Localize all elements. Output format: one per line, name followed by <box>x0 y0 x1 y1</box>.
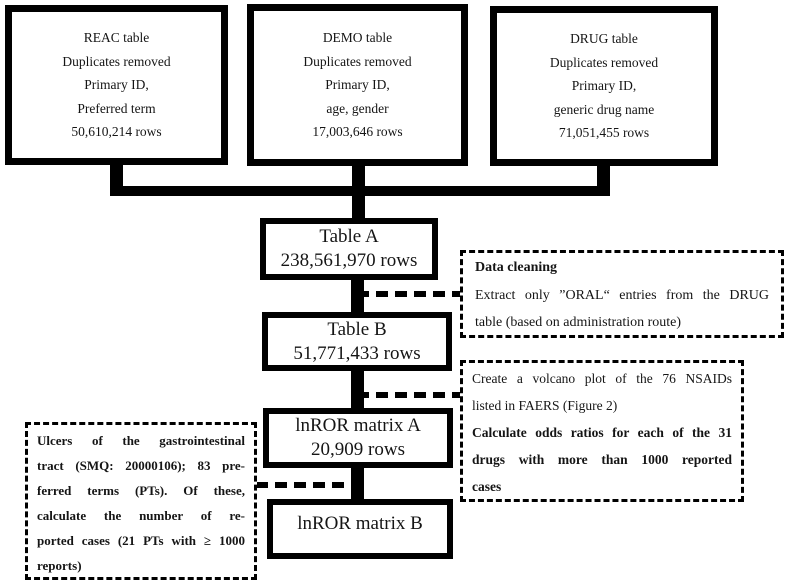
demo-line: Primary ID, <box>325 77 390 93</box>
lnror-matrix-b-box: lnROR matrix B <box>267 499 453 559</box>
data-cleaning-heading: Data cleaning <box>475 260 558 275</box>
connector-tableb-lnrora <box>351 369 364 410</box>
table-a-title: Table A <box>319 226 379 247</box>
lnror-matrix-a-box: lnROR matrix A 20,909 rows <box>263 408 453 468</box>
table-b-title: Table B <box>327 318 387 340</box>
data-cleaning-note: Data cleaning Extract only ”ORAL“ entrie… <box>460 250 784 338</box>
volcano-note-line: Calculate odds ratios for each of the 31 <box>472 425 732 440</box>
ulcers-note: Ulcers of the gastrointestinal tract (SM… <box>25 422 257 580</box>
connector-merge-bar <box>110 186 610 196</box>
lnror-a-rows: 20,909 rows <box>311 439 405 460</box>
volcano-note-line: drugs with more than 1000 reported <box>472 452 732 467</box>
drug-line: 71,051,455 rows <box>558 125 650 141</box>
drug-line: generic drug name <box>553 101 655 117</box>
lnror-a-title: lnROR matrix A <box>295 415 421 436</box>
ulcers-note-line: reports) <box>37 558 82 573</box>
volcano-note-line: Create a volcano plot of the 76 NSAIDs <box>472 371 732 386</box>
reac-line: REAC table <box>83 30 150 46</box>
demo-line: DEMO table <box>322 30 393 46</box>
table-b-rows: 51,771,433 rows <box>293 342 421 364</box>
demo-line: 17,003,646 rows <box>312 124 403 140</box>
lnror-b-title: lnROR matrix B <box>297 513 423 534</box>
drug-line: Primary ID, <box>571 78 637 94</box>
ulcers-note-line: tract (SMQ: 20000106); 83 pre- <box>37 458 245 473</box>
demo-table-box: DEMO table Duplicates removed Primary ID… <box>247 4 468 166</box>
dashed-connector-volcano-note <box>357 392 460 398</box>
data-cleaning-line: table (based on administration route) <box>475 315 682 330</box>
volcano-note-line: cases <box>472 479 502 494</box>
dashed-connector-ulcers-note <box>256 482 356 488</box>
ulcers-note-line: Ulcers of the gastrointestinal <box>37 433 245 448</box>
volcano-plot-note: Create a volcano plot of the 76 NSAIDs l… <box>460 360 744 502</box>
dashed-connector-data-cleaning <box>357 291 460 297</box>
drug-line: Duplicates removed <box>549 54 659 70</box>
reac-line: Preferred term <box>77 100 156 116</box>
connector-lnrora-lnrorb <box>351 466 364 501</box>
data-cleaning-line: Extract only ”ORAL“ entries from the DRU… <box>475 287 769 303</box>
demo-line: Duplicates removed <box>303 53 412 69</box>
volcano-note-line: listed in FAERS (Figure 2) <box>472 398 618 413</box>
demo-line: age, gender <box>326 100 389 116</box>
table-a-rows: 238,561,970 rows <box>280 250 418 271</box>
reac-line: 50,610,214 rows <box>71 124 162 140</box>
reac-line: Primary ID, <box>84 77 149 93</box>
drug-table-box: DRUG table Duplicates removed Primary ID… <box>490 6 718 166</box>
table-b-box: Table B 51,771,433 rows <box>262 312 452 371</box>
reac-line: Duplicates removed <box>62 53 171 69</box>
ulcers-note-line: ported cases (21 PTs with ≥ 1000 <box>37 533 245 548</box>
drug-line: DRUG table <box>570 31 638 47</box>
ulcers-note-line: calculate the number of re- <box>37 508 245 523</box>
reac-table-box: REAC table Duplicates removed Primary ID… <box>5 5 228 165</box>
table-a-box: Table A 238,561,970 rows <box>260 218 438 280</box>
ulcers-note-line: ferred terms (PTs). Of these, <box>37 483 245 498</box>
